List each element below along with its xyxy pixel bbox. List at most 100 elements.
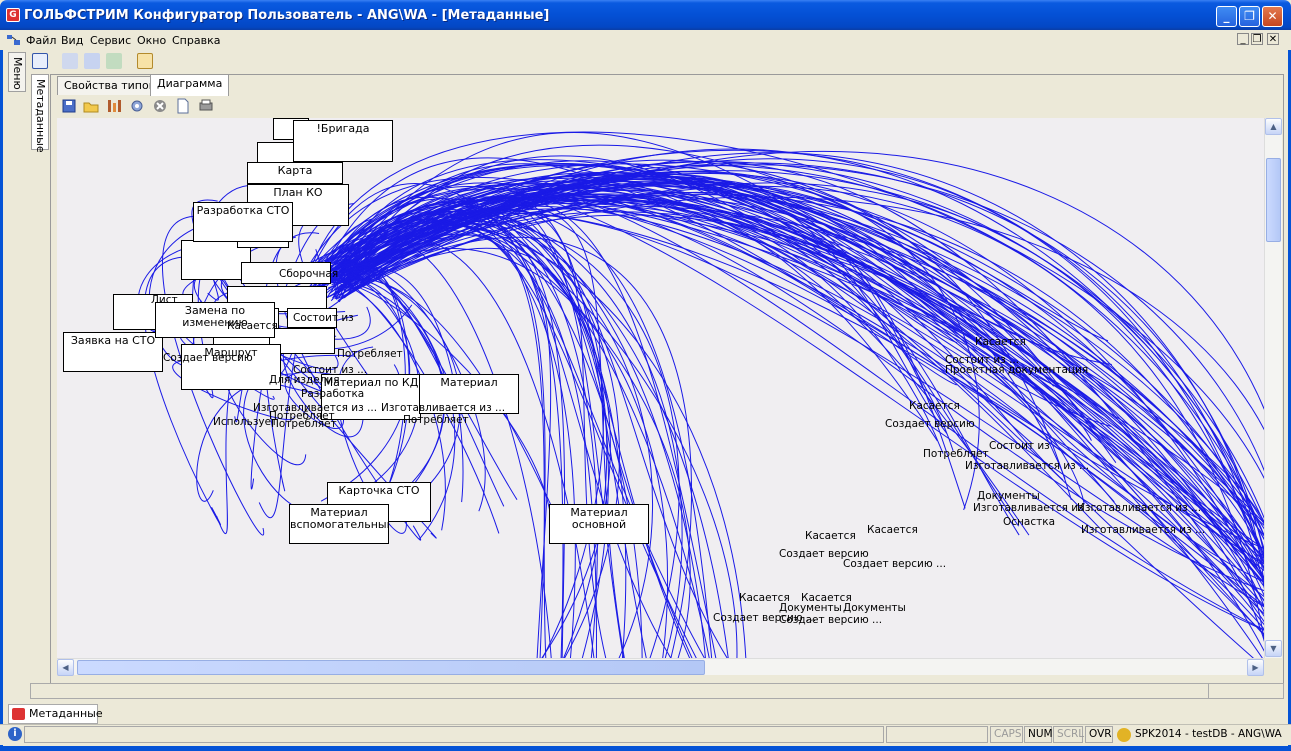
mdi-child-icon[interactable] [7, 34, 21, 46]
diagram-edge [323, 196, 710, 658]
tab-diagram[interactable]: Диаграмма [150, 74, 230, 96]
database-icon [1117, 728, 1131, 742]
vertical-scrollbar[interactable]: ▲ ▼ [1264, 118, 1282, 658]
vertical-scroll-thumb[interactable] [1266, 158, 1281, 242]
scroll-down-button[interactable]: ▼ [1265, 640, 1282, 657]
diagram-edge-label: Потребляет [271, 418, 337, 430]
diagram-node[interactable]: Карта [247, 162, 343, 184]
diagram-node[interactable]: Заявка на СТО [63, 332, 163, 372]
diagram-edge-label: Состоит из [293, 312, 354, 324]
close-button[interactable]: ✕ [1262, 6, 1283, 27]
diagram-edge-label: Проектная документация [945, 364, 1089, 376]
diagram-edge [316, 209, 564, 658]
scrl-indicator: SCRL [1053, 726, 1084, 743]
diagram-edge-label: Создает версию [163, 352, 253, 364]
window-task-label: Метаданные [29, 707, 103, 720]
scroll-left-button[interactable]: ◀ [57, 659, 74, 676]
diagram-edge [317, 203, 706, 658]
stop-icon[interactable] [152, 98, 168, 114]
diagram-edge [333, 224, 747, 658]
diagram-edge-label: Документы [977, 490, 1040, 502]
diagram-edge-label: Создает версию ... [779, 614, 883, 626]
diagram-edge [326, 157, 1264, 549]
diagram-node[interactable]: Материал по КД [321, 374, 421, 420]
diagram-node-stub[interactable] [241, 262, 331, 284]
caps-indicator: CAPS [990, 726, 1023, 743]
mdi-close-button[interactable]: ✕ [1267, 33, 1279, 45]
copy-icon[interactable] [84, 53, 100, 69]
layout-icon[interactable] [106, 98, 122, 114]
tab-type-properties[interactable]: Свойства типов [57, 76, 163, 95]
diagram-edge [314, 219, 697, 658]
diagram-node[interactable]: Материал вспомогательный [289, 504, 389, 544]
scroll-corner [1264, 658, 1282, 675]
diagram-node-stub[interactable] [287, 308, 337, 328]
diagram-node[interactable]: Материал основной [549, 504, 649, 544]
diagram-edge-label: Лист [151, 294, 178, 306]
diagram-edge [337, 346, 407, 534]
menu-help[interactable]: Справка [172, 34, 221, 47]
menu-view[interactable]: Вид [61, 34, 84, 47]
diagram-edge-label: Касается [801, 592, 852, 604]
diagram-edge [322, 238, 552, 658]
info-icon: i [8, 727, 22, 741]
diagram-edge-label: Создает версию ... [713, 612, 817, 624]
diagram-node[interactable]: Разработка СТО [193, 202, 293, 242]
mdi-minimize-button[interactable]: _ [1237, 33, 1249, 45]
metadata-icon[interactable] [32, 53, 48, 69]
diagram-edge [310, 197, 1264, 591]
settings-icon[interactable] [129, 98, 145, 114]
open-folder-icon[interactable] [83, 98, 99, 114]
diagram-edge [326, 262, 518, 500]
diagram-edge [284, 371, 344, 429]
side-tab-metadata[interactable]: Метаданные [31, 74, 49, 153]
diagram-edge [326, 196, 1030, 536]
diagram-edge [326, 188, 1264, 626]
diagram-edge [348, 178, 1020, 527]
diagram-node[interactable]: Материал [419, 374, 519, 414]
menu-file[interactable]: Файл [26, 34, 57, 47]
status-panel-empty [886, 726, 988, 743]
diagram-edge [352, 172, 1055, 387]
menu-window[interactable]: Окно [137, 34, 167, 47]
scroll-up-button[interactable]: ▲ [1265, 118, 1282, 135]
scroll-right-button[interactable]: ▶ [1247, 659, 1264, 676]
ovr-indicator: OVR [1085, 726, 1113, 743]
diagram-node[interactable]: Маршрут [181, 344, 281, 390]
diagram-edge [307, 216, 547, 658]
diagram-edge-label: Изготавливается из ... [973, 502, 1098, 514]
horizontal-scrollbar[interactable]: ◀ ▶ [57, 658, 1264, 676]
mdi-restore-button[interactable]: ❐ [1251, 33, 1263, 45]
diagram-edge [337, 211, 1092, 441]
window-task-tab[interactable]: Метаданные [8, 704, 103, 724]
print-icon[interactable] [198, 98, 214, 114]
diagram-edge [326, 214, 1264, 581]
menu-service[interactable]: Сервис [90, 34, 132, 47]
refresh-icon[interactable] [106, 53, 122, 69]
diagram-node[interactable]: !Бригада [293, 120, 393, 162]
diagram-edge-label: Изготавливается из ... [253, 402, 378, 414]
diagram-edge [339, 148, 1264, 524]
new-document-icon[interactable] [175, 98, 191, 114]
num-indicator: NUM [1024, 726, 1053, 743]
diagram-edge-label: Разработка [301, 388, 365, 400]
diagram-edge [326, 274, 420, 505]
diagram-edge-label: Создает версию ... [843, 558, 947, 570]
title-bar: G ГОЛЬФСТРИМ Конфигуратор Пользователь -… [0, 0, 1291, 30]
horizontal-scroll-thumb[interactable] [77, 660, 705, 675]
login-icon[interactable] [137, 53, 153, 69]
diagram-edge [320, 221, 680, 658]
maximize-button[interactable]: ❐ [1239, 6, 1260, 27]
diagram-node[interactable]: Замена по изменению [155, 302, 275, 338]
diagram-edge [337, 185, 1264, 580]
minimize-button[interactable]: _ [1216, 6, 1237, 27]
window-title: ГОЛЬФСТРИМ Конфигуратор Пользователь - A… [24, 8, 550, 23]
diagram-node-stub[interactable] [257, 142, 297, 164]
save-icon[interactable] [61, 98, 77, 114]
diagram-edge-label: Касается [805, 530, 856, 542]
side-tab-menu[interactable]: Меню [8, 52, 26, 92]
diagram-edge-label: Документы [843, 602, 906, 614]
tree-icon[interactable] [62, 53, 78, 69]
metadata-window-icon [12, 708, 25, 720]
